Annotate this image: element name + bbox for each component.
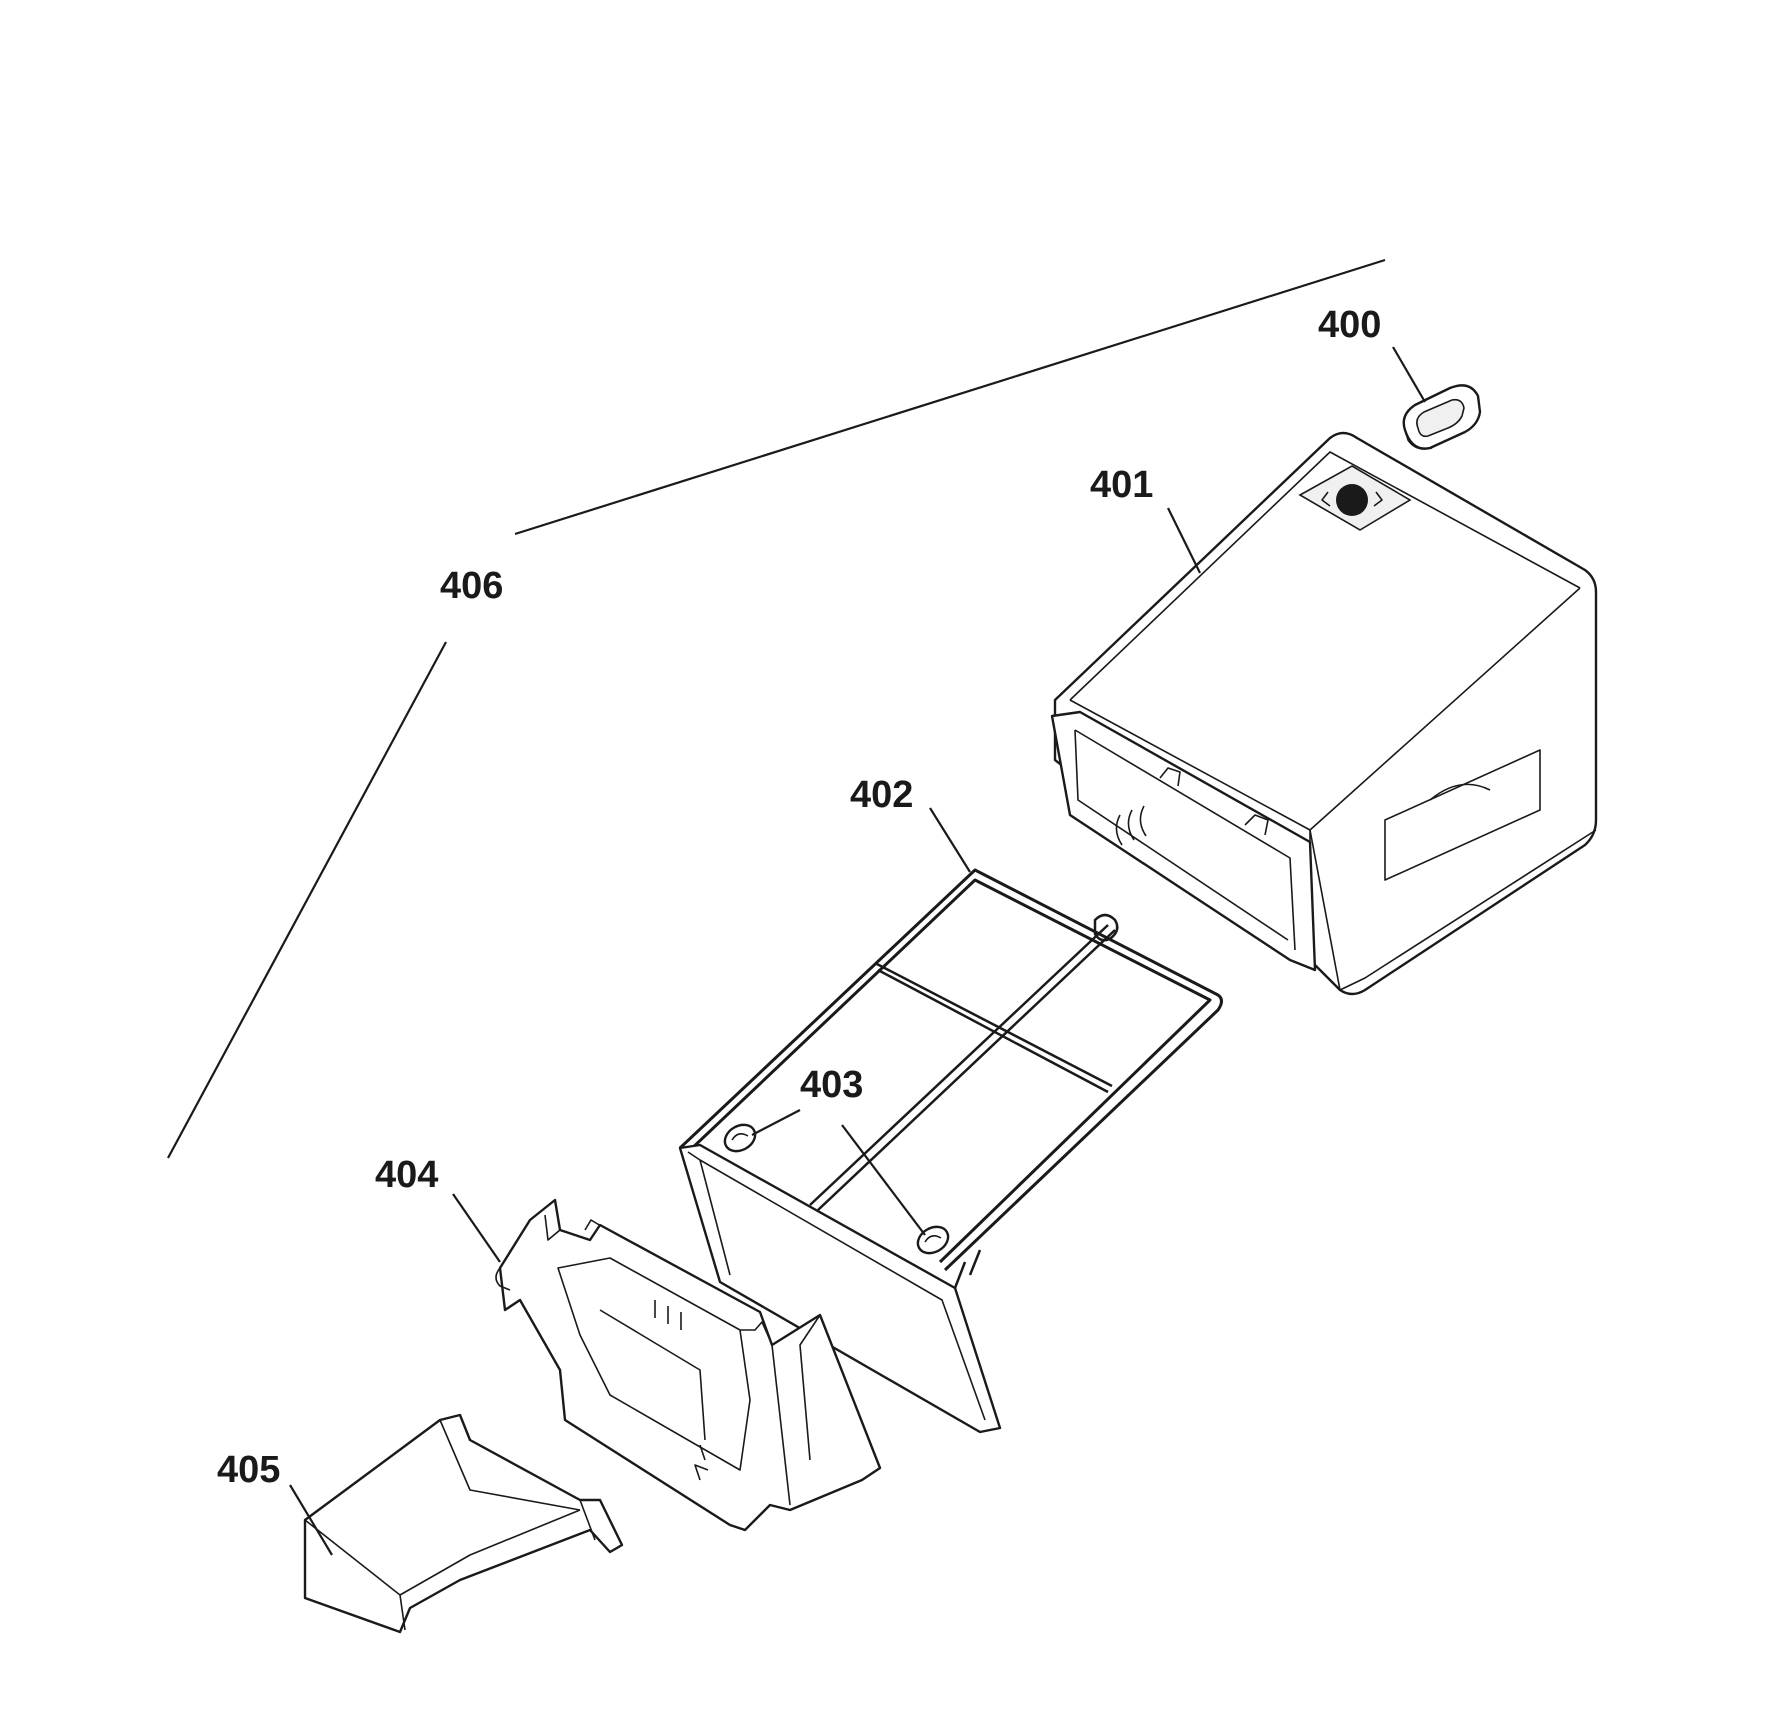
callout-labels: 400 401 402 403 404 405 406 [217,304,1381,1491]
clip-403-upper [723,1123,757,1153]
part-404-adaptor [495,1198,882,1532]
leader-lines [289,346,1426,1556]
part-401-hood [1050,431,1598,996]
part-400-clip [1402,384,1482,450]
assembly-bracket-406 [167,258,1386,1159]
part-405-deflector [303,1413,624,1634]
leader-403a [751,1109,801,1136]
callout-402: 402 [850,774,913,816]
callout-406: 406 [440,565,503,607]
clip-403-lower [916,1225,950,1255]
leader-404 [452,1193,501,1263]
leader-400 [1392,346,1426,403]
part-403-clips [723,1123,950,1255]
callout-401: 401 [1090,464,1153,506]
leader-403b [841,1124,926,1236]
leader-405 [289,1484,333,1556]
callout-404: 404 [375,1154,438,1196]
leader-401 [1167,507,1201,574]
callout-405: 405 [217,1449,280,1491]
callout-400: 400 [1318,304,1381,346]
leader-402 [929,807,971,873]
part-402-frame [678,868,1223,1434]
callout-403: 403 [800,1064,863,1106]
